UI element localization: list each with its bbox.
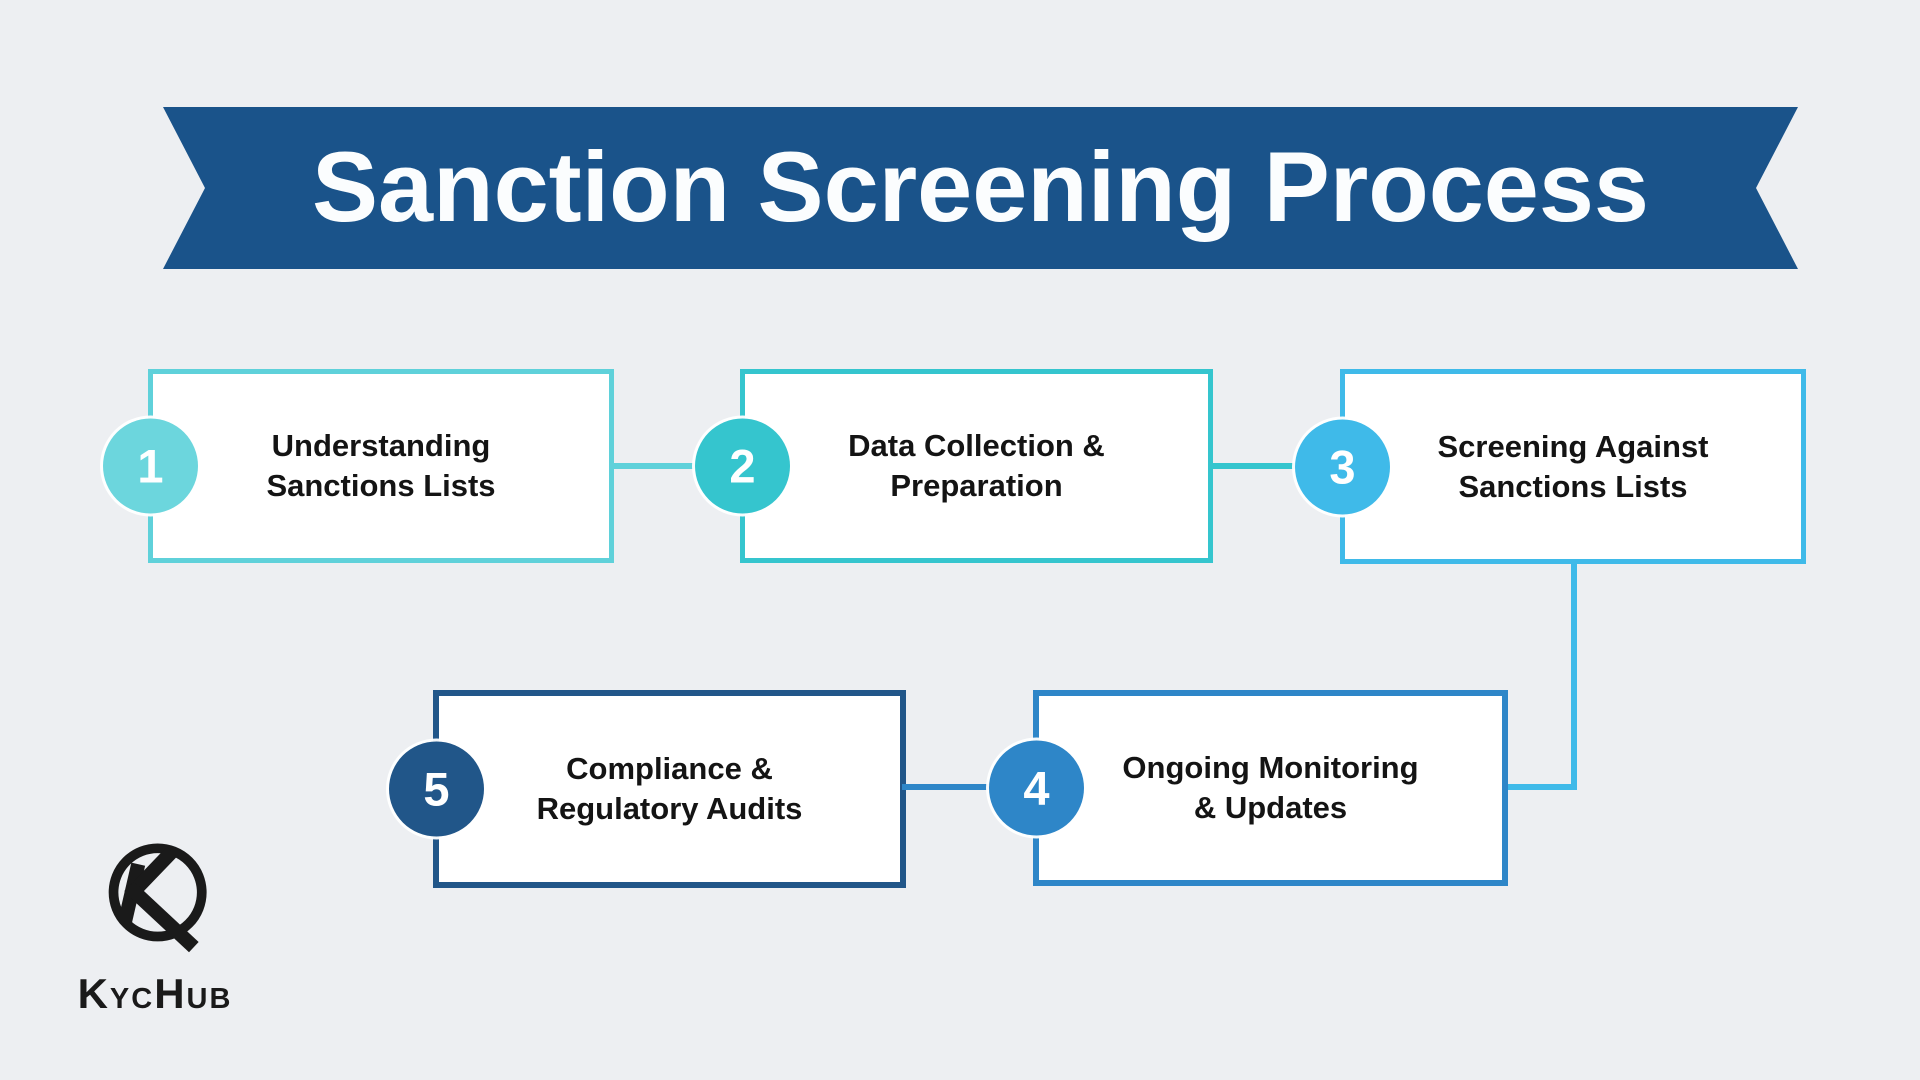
kychub-logo-mark (108, 843, 207, 953)
step-box-screening-against-sanctions-lists: 3 Screening Against Sanctions Lists (1295, 369, 1806, 564)
step-box-data-collection-preparation: 2 Data Collection & Preparation (695, 369, 1213, 563)
step-label: Understanding Sanctions Lists (266, 426, 495, 506)
step-label-line2: Sanctions Lists (1458, 468, 1688, 504)
step-label-line1: Data Collection & (848, 428, 1105, 463)
step-label: Screening Against Sanctions Lists (1437, 427, 1708, 507)
step-box-understanding-sanctions-lists: 1 Understanding Sanctions Lists (103, 369, 614, 563)
step-label-line2: Preparation (890, 468, 1063, 503)
step-label: Data Collection & Preparation (848, 426, 1105, 506)
step-label-line1: Screening Against (1437, 428, 1709, 464)
step-label: Compliance & Regulatory Audits (537, 749, 803, 829)
kychub-wordmark: KycHub (77, 970, 233, 1017)
kychub-logo: KycHub (60, 828, 250, 1015)
step-label-line1: Compliance & (566, 751, 773, 786)
step-box-compliance-regulatory-audits: 5 Compliance & Regulatory Audits (389, 690, 906, 888)
step-label: Ongoing Monitoring & Updates (1122, 748, 1418, 828)
step-number-badge-4: 4 (989, 740, 1084, 836)
connector-step2-step3 (1209, 463, 1296, 469)
step-label-line2: & Updates (1193, 790, 1348, 825)
step-label-line2: Sanctions Lists (266, 468, 496, 503)
page-title: Sanction Screening Process (312, 130, 1649, 242)
step-label-line1: Ongoing Monitoring (1122, 750, 1419, 785)
connector-step5-step4 (902, 784, 989, 790)
connector-step3-step4-horizontal (1508, 784, 1577, 790)
connector-step3-step4-vertical (1571, 560, 1577, 790)
step-number-badge-3: 3 (1295, 419, 1390, 514)
connector-step1-step2 (610, 463, 696, 469)
step-label-line2: Regulatory Audits (536, 791, 803, 826)
title-ribbon: Sanction Screening Process (163, 107, 1798, 269)
step-label-line1: Understanding (271, 428, 491, 463)
step-number-badge-5: 5 (389, 741, 484, 837)
step-number-badge-1: 1 (103, 418, 198, 514)
step-number-badge-2: 2 (695, 418, 790, 514)
step-box-ongoing-monitoring-updates: 4 Ongoing Monitoring & Updates (989, 690, 1508, 886)
